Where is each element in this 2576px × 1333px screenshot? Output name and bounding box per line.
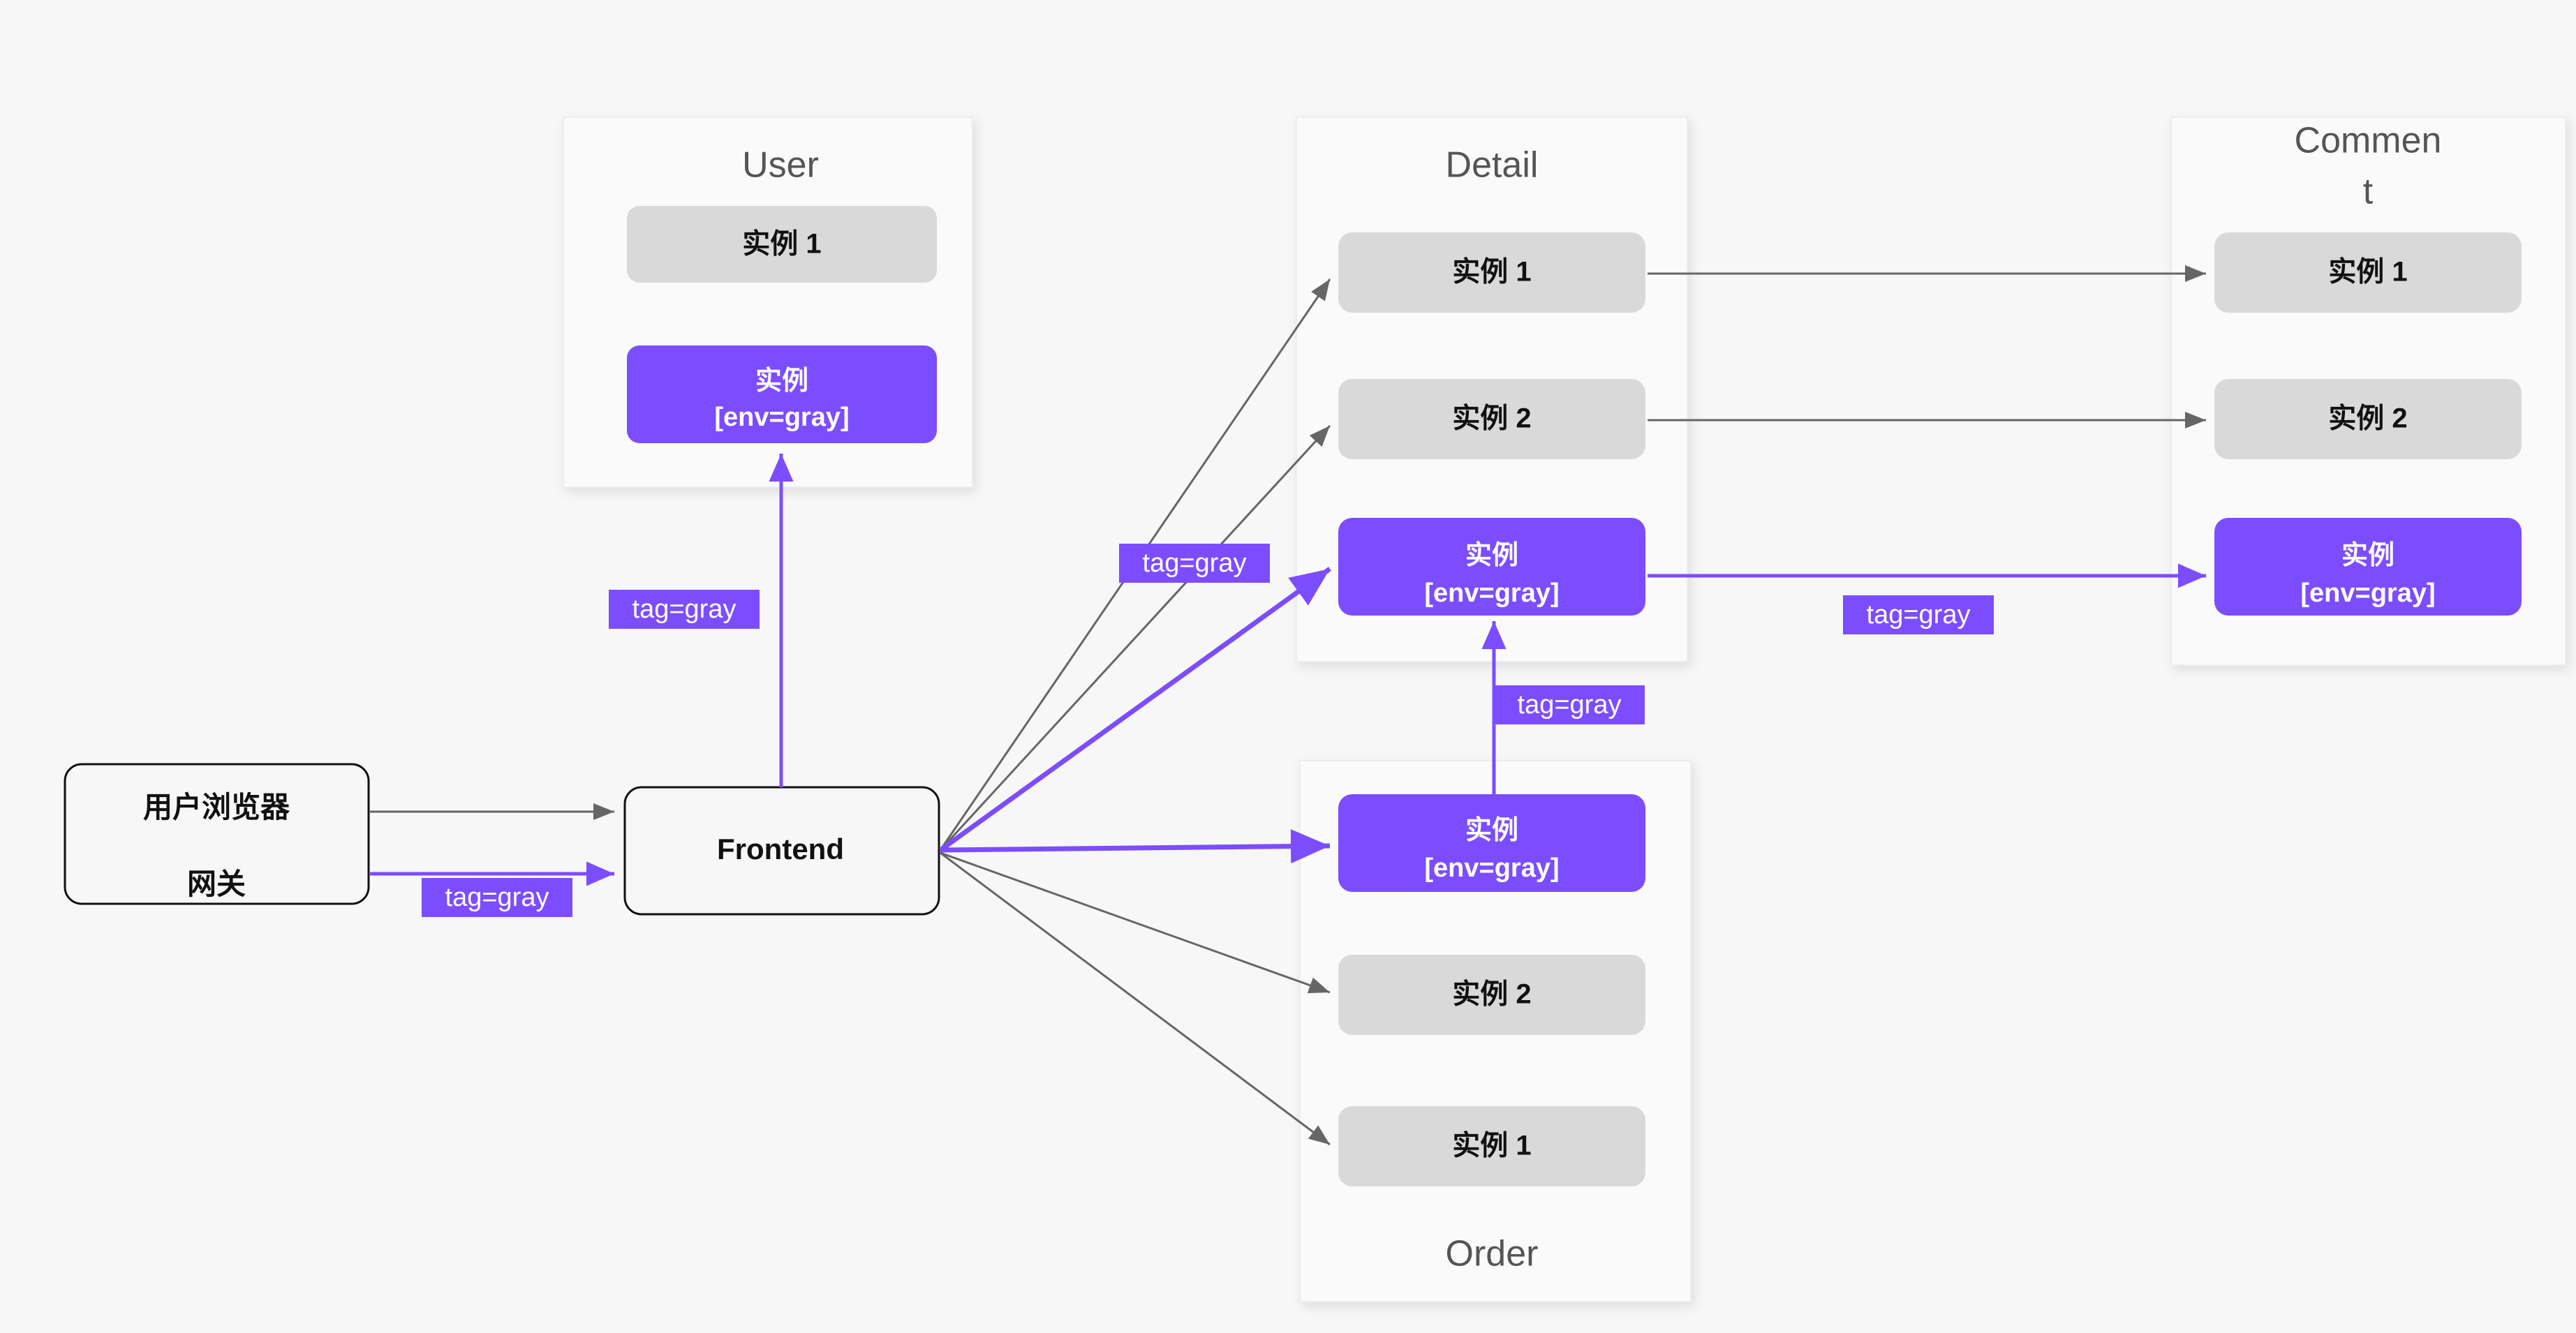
cluster-user-title: User (742, 145, 819, 186)
edge-frontend-to-order-1 (940, 851, 1331, 1146)
edge-label-browser-to-frontend: tag=gray (422, 878, 572, 917)
edge-label-order-to-detail: tag=gray (1494, 685, 1645, 724)
edge-label-browser-to-frontend-bg (422, 878, 572, 917)
edge-label-frontend-to-detail: tag=gray (1119, 544, 1270, 583)
edge-label-detail-to-comment: tag=gray (1843, 595, 1994, 634)
order-instance-1-label: 实例 1 (1452, 1131, 1531, 1161)
edge-label-detail-to-comment-bg (1843, 595, 1994, 634)
user-instance-1-box[interactable] (627, 206, 937, 283)
frontend-label: Frontend (717, 833, 844, 865)
detail-instance-gray-label-line1: 实例 (1465, 541, 1518, 570)
order-instance-2-box[interactable] (1338, 955, 1645, 1035)
detail-instance-gray-box[interactable] (1338, 518, 1645, 616)
order-instance-gray-box[interactable] (1338, 794, 1645, 892)
browser-gateway-label-line1: 用户浏览器 (143, 791, 290, 824)
user-instance-gray-box[interactable] (627, 345, 937, 443)
detail-instance-2-box[interactable] (1338, 379, 1645, 459)
cluster-order: 实例 [env=gray] 实例 2 实例 1 Order (1299, 760, 1692, 1302)
comment-instance-gray-box[interactable] (2214, 518, 2522, 616)
edge-label-frontend-to-user-text: tag=gray (632, 595, 736, 624)
edge-label-frontend-to-detail-bg (1119, 544, 1270, 583)
comment-instance-1-box[interactable] (2214, 232, 2522, 313)
edge-frontend-to-order-2 (940, 851, 1331, 994)
edge-label-detail-to-comment-text: tag=gray (1867, 600, 1971, 630)
order-instance-gray-label-line2: [env=gray] (1424, 854, 1559, 883)
comment-instance-gray-label-line2: [env=gray] (2300, 579, 2435, 608)
cluster-detail: Detail 实例 1 实例 2 实例 [env=gray] (1296, 117, 1688, 662)
user-instance-1-label: 实例 1 (742, 229, 821, 260)
cluster-user: User 实例 1 实例 [env=gray] (563, 117, 973, 488)
comment-instance-2-label: 实例 2 (2328, 403, 2407, 434)
cluster-order-title: Order (1446, 1234, 1539, 1274)
edge-label-browser-to-frontend-text: tag=gray (445, 883, 549, 912)
order-instance-2-label: 实例 2 (1452, 979, 1531, 1010)
browser-gateway-box[interactable] (64, 763, 370, 905)
detail-instance-1-label: 实例 1 (1452, 257, 1531, 288)
detail-instance-2-label: 实例 2 (1452, 403, 1531, 434)
user-instance-gray-label-line2: [env=gray] (714, 403, 849, 432)
cluster-comment: Commen t 实例 1 实例 2 实例 [env=gray] (2170, 117, 2566, 666)
edge-label-frontend-to-detail-text: tag=gray (1143, 549, 1247, 578)
cluster-detail-title: Detail (1446, 145, 1539, 186)
node-frontend[interactable]: Frontend (623, 786, 940, 916)
comment-instance-1-label: 实例 1 (2328, 257, 2407, 288)
detail-instance-gray-label-line2: [env=gray] (1424, 579, 1559, 608)
order-instance-gray-label-line1: 实例 (1465, 816, 1518, 845)
cluster-comment-title-line2: t (2363, 172, 2374, 212)
edge-frontend-to-detail-gray (938, 567, 1332, 852)
cluster-comment-title-line1: Commen (2295, 121, 2442, 161)
node-browser-gateway[interactable]: 用户浏览器 网关 (64, 763, 370, 905)
edge-label-frontend-to-user-bg (609, 590, 760, 629)
edge-frontend-to-detail-2 (939, 424, 1331, 851)
edge-label-order-to-detail-text: tag=gray (1518, 690, 1622, 720)
edge-frontend-to-order-gray (940, 829, 1331, 864)
detail-instance-1-box[interactable] (1338, 232, 1645, 313)
comment-instance-2-box[interactable] (2214, 379, 2522, 459)
edge-label-frontend-to-user: tag=gray (609, 590, 760, 629)
user-instance-gray-label-line1: 实例 (755, 366, 808, 396)
browser-gateway-label-line2: 网关 (187, 867, 246, 900)
comment-instance-gray-label-line1: 实例 (2341, 541, 2394, 570)
edge-label-order-to-detail-bg (1494, 685, 1645, 724)
order-instance-1-box[interactable] (1338, 1106, 1645, 1186)
